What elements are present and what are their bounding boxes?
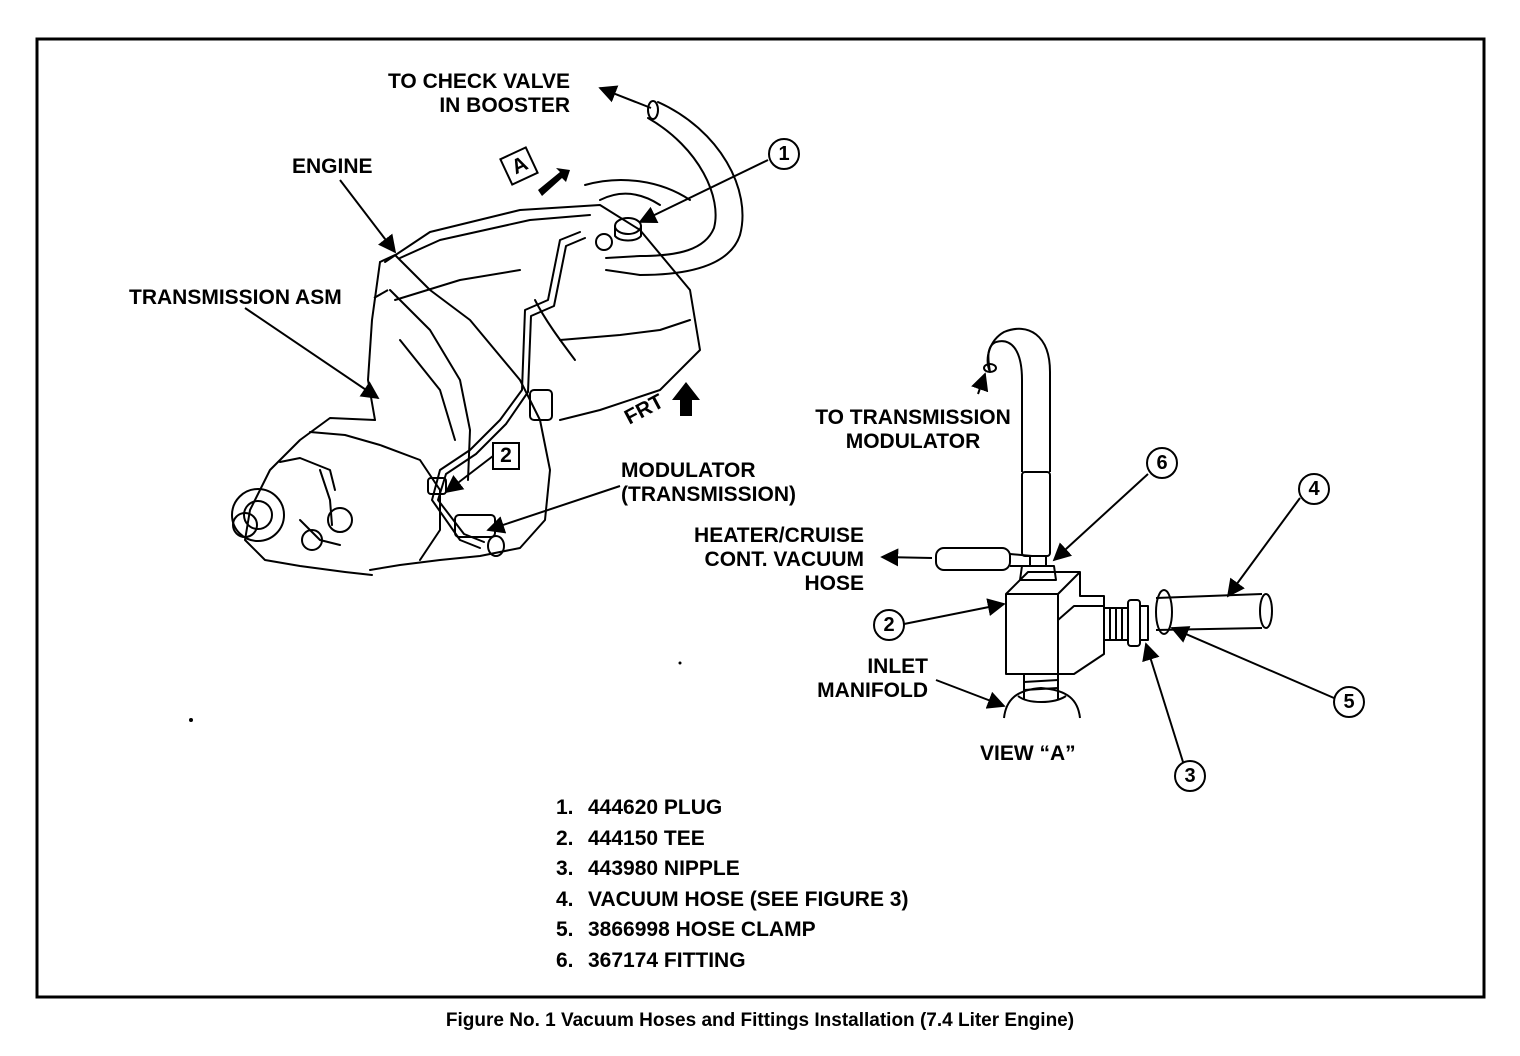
part-number: 3. (556, 857, 574, 881)
callout-circle-1 (768, 138, 800, 170)
parts-list: 1. 444620 PLUG 2. 444150 TEE 3. 443980 NIPP… (556, 796, 908, 980)
label-engine: ENGINE (292, 155, 373, 178)
callout-6: 6 (1156, 452, 1168, 474)
leaders-left (244, 85, 769, 534)
scan-marks (189, 661, 682, 722)
callout-circle-6 (1146, 447, 1178, 479)
label-check-valve: TO CHECK VALVE IN BOOSTER (387, 70, 570, 117)
callout-2: 2 (883, 614, 895, 636)
parts-list-item: 2. 444150 TEE (556, 827, 908, 858)
view-a-illustration (935, 327, 1273, 719)
part-description: 444620 PLUG (588, 796, 723, 819)
engine-transmission-illustration (231, 100, 744, 576)
part-number: 6. (556, 948, 574, 972)
label-transmission-asm: TRANSMISSION ASM (129, 286, 342, 309)
callout-1: 1 (778, 143, 790, 165)
part-number: 4. (556, 887, 574, 911)
callout-4: 4 (1308, 478, 1320, 500)
parts-list-item: 3. 443980 NIPPLE (556, 857, 908, 888)
figure-caption: Figure No. 1 Vacuum Hoses and Fittings I… (445, 1010, 1075, 1031)
label-modulator: MODULATOR (TRANSMISSION) (621, 459, 796, 506)
parts-list-item: 1. 444620 PLUG (556, 796, 908, 827)
frt-arrow (672, 382, 700, 416)
part-description: VACUUM HOSE (SEE FIGURE 3) (588, 887, 909, 911)
view-a-marker (499, 146, 570, 196)
parts-list-item: 6. 367174 FITTING (556, 949, 908, 980)
callout-3: 3 (1184, 765, 1196, 787)
part-number: 2. (556, 826, 574, 850)
part-description: 444150 TEE (588, 826, 705, 850)
label-view-a: VIEW “A” (980, 742, 1076, 765)
callout-box-2-number: 2 (500, 444, 512, 467)
callout-circle-2 (873, 609, 905, 641)
parts-list-item: 5. 3866998 HOSE CLAMP (556, 918, 908, 949)
callout-box-2 (492, 442, 520, 470)
label-inlet-manifold: INLET MANIFOLD (817, 655, 928, 702)
part-number: 5. (556, 918, 574, 942)
leaders-right (880, 372, 1335, 763)
part-number: 1. (556, 796, 574, 819)
label-heater-cruise-hose: HEATER/CRUISE CONT. VACUUM HOSE (694, 524, 864, 595)
callout-5: 5 (1343, 691, 1355, 713)
callout-circle-3 (1174, 760, 1206, 792)
parts-list-item: 4. VACUUM HOSE (SEE FIGURE 3) (556, 888, 908, 919)
figure-border (35, 37, 1486, 999)
callout-circle-5 (1333, 686, 1365, 718)
part-description: 443980 NIPPLE (588, 857, 740, 881)
part-description: 3866998 HOSE CLAMP (588, 918, 816, 942)
label-to-transmission-modulator: TO TRANSMISSION MODULATOR (815, 406, 1011, 453)
callout-circle-4 (1298, 473, 1330, 505)
part-description: 367174 FITTING (588, 948, 746, 972)
